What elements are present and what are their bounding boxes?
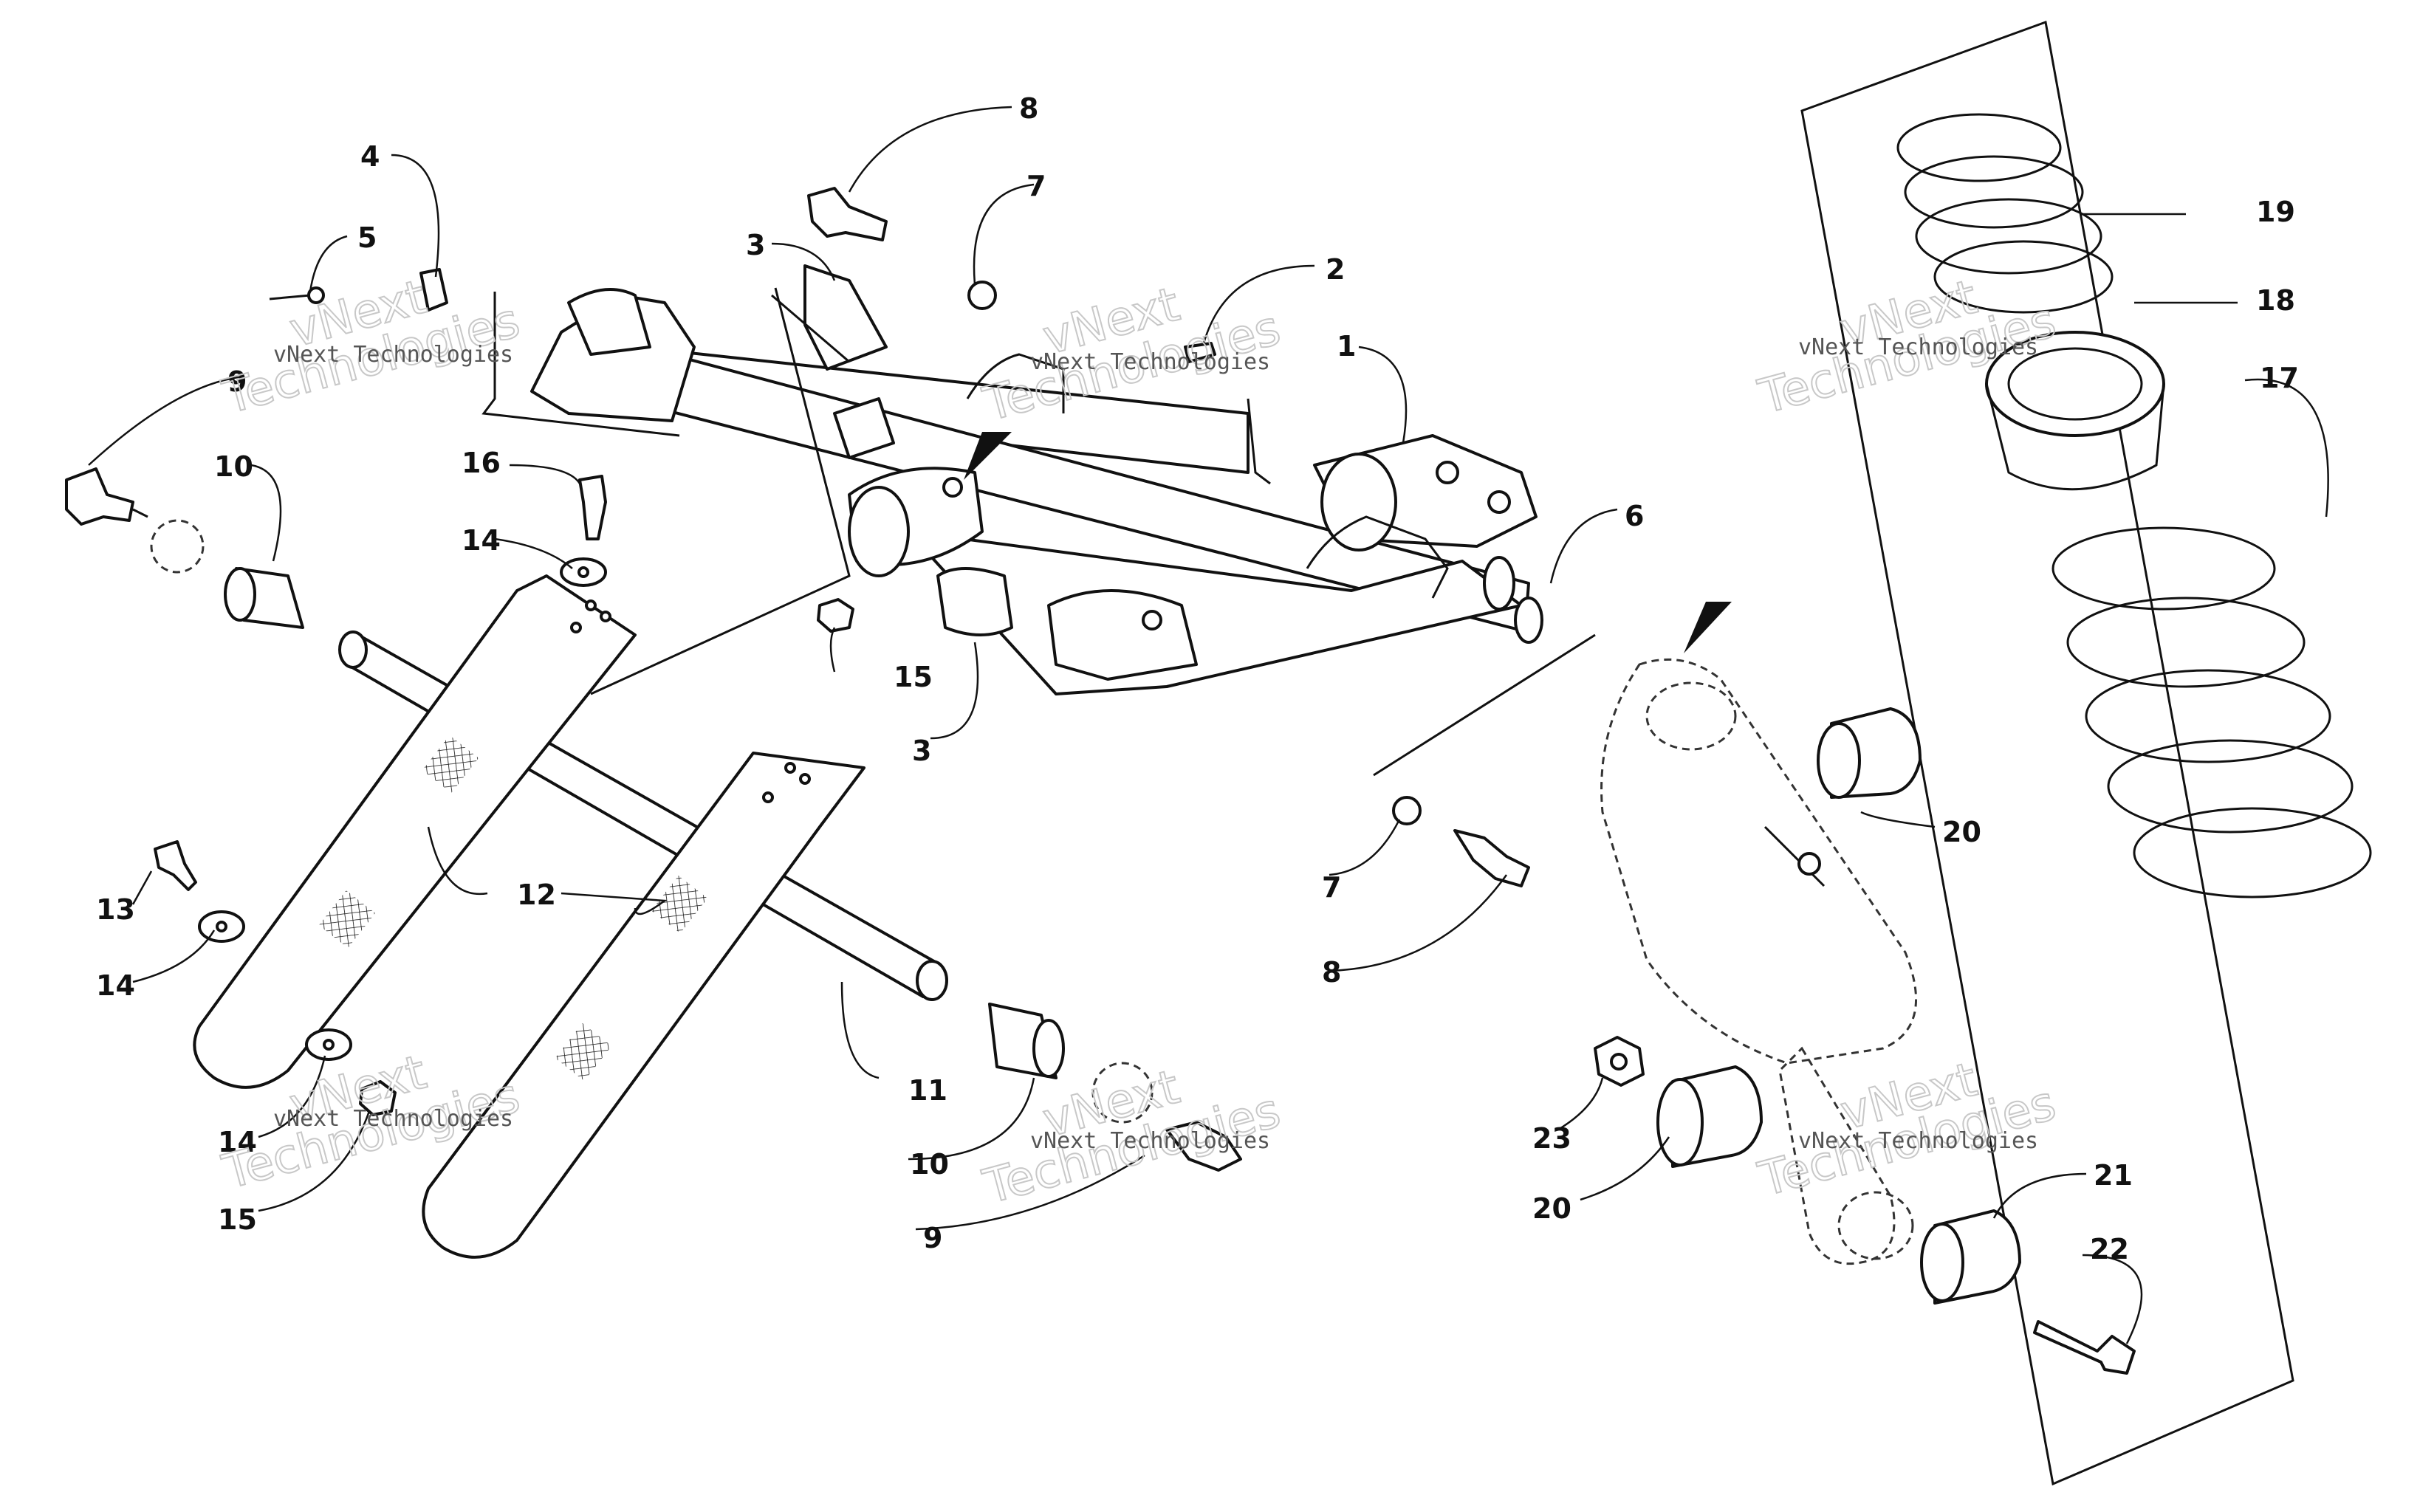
callout-15-bottom: 15: [218, 1203, 257, 1236]
callout-18: 18: [2256, 284, 2295, 317]
callout-8-top: 8: [1019, 92, 1038, 125]
callout-12: 12: [517, 879, 556, 911]
callout-8-right: 8: [1322, 956, 1341, 989]
callout-7-top: 7: [1026, 170, 1046, 202]
rear-arm-assembly: [530, 288, 1543, 695]
callout-19: 19: [2256, 196, 2295, 228]
callout-3-top: 3: [746, 229, 765, 261]
callout-9-bottom: 9: [923, 1222, 942, 1254]
callout-3-bottom: 3: [912, 735, 931, 767]
watermark-bottom-center: vNext Technologies vNext Technologies: [977, 1059, 1286, 1216]
svg-text:vNext Technologies: vNext Technologies: [1798, 1128, 2038, 1154]
callout-10-bottom: 10: [910, 1148, 949, 1181]
svg-text:vNext Technologies: vNext Technologies: [273, 342, 513, 368]
spring-assembly: [1896, 113, 2372, 898]
callout-22: 22: [2090, 1233, 2129, 1265]
watermark-top-left: vNext Technologies vNext Technologies: [216, 269, 526, 426]
hardware-left: [65, 187, 1216, 1116]
callout-20-upper: 20: [1942, 816, 1981, 848]
callout-23: 23: [1532, 1122, 1571, 1155]
svg-text:vNext Technologies: vNext Technologies: [273, 1106, 513, 1132]
callout-1: 1: [1337, 330, 1356, 362]
callout-7-right: 7: [1322, 871, 1341, 904]
callout-11: 11: [908, 1074, 947, 1107]
watermark-bottom-right: vNext Technologies vNext Technologies: [1752, 1052, 2062, 1209]
leader-lines: [88, 106, 2329, 1344]
pointer-arrow-shock: [1684, 602, 1732, 653]
spring-kit-frame: [1800, 20, 2294, 1486]
callout-16: 16: [462, 447, 501, 479]
callout-21: 21: [2094, 1159, 2133, 1192]
callout-5: 5: [357, 221, 377, 254]
callout-14-left: 14: [96, 969, 135, 1002]
callout-15-mid: 15: [894, 661, 933, 693]
svg-text:vNext Technologies: vNext Technologies: [1030, 1128, 1270, 1154]
callout-13: 13: [96, 893, 135, 926]
callout-2: 2: [1326, 253, 1345, 286]
svg-text:vNext Technologies: vNext Technologies: [1798, 334, 2038, 360]
hardware-right: [988, 796, 1530, 1172]
callout-17: 17: [2260, 362, 2299, 394]
callout-9-left: 9: [227, 365, 247, 398]
callout-4: 4: [360, 140, 380, 173]
callout-10-left: 10: [214, 450, 253, 483]
idler-arms: [193, 264, 1013, 1259]
callout-14-mid: 14: [462, 524, 501, 557]
shock-absorber: [1594, 658, 2136, 1375]
svg-text:vNext Technologies: vNext Technologies: [1030, 349, 1270, 375]
callout-labels: 1 2 3 3 4 5 6 7 7 8 8 9 9 10 10 11 12 13…: [96, 92, 2299, 1265]
callout-6: 6: [1625, 500, 1644, 532]
callout-20-lower: 20: [1532, 1192, 1571, 1225]
callout-14-bottom: 14: [218, 1126, 257, 1158]
pointer-arrow-arm: [964, 432, 1012, 480]
